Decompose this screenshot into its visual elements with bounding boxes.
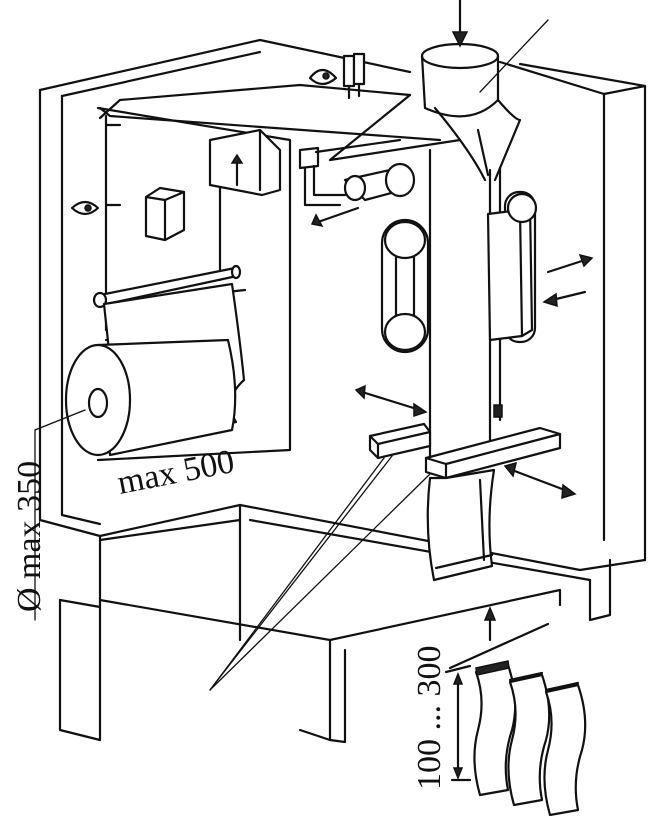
finished-bag-3 (543, 681, 587, 816)
photo-sensor (342, 52, 366, 100)
sealing-jaw-right (424, 426, 562, 480)
guide-roller (92, 264, 242, 309)
pull-belt-left (380, 218, 430, 354)
eye-icon (70, 200, 100, 216)
sealing-jaw-left (368, 422, 432, 460)
film-roll (64, 338, 237, 457)
forming-funnel (328, 42, 522, 182)
right-jaw-arrow (503, 461, 577, 500)
cube-sensor (144, 186, 186, 242)
pull-belt-right (486, 190, 538, 344)
bag-length-label: 100 ... 300 (411, 646, 448, 791)
eye-icon (308, 68, 338, 86)
longitudinal-sealer (298, 138, 416, 207)
dancer-sensor-box (208, 128, 282, 197)
funnel-leader (479, 19, 549, 93)
roll-diameter-label: Ø max 350 (11, 461, 48, 612)
belt-right-arrows (542, 253, 594, 308)
jaw-leaders (209, 455, 431, 691)
finished-bag-2 (507, 671, 551, 807)
roll-width-label: max 500 (114, 443, 237, 502)
bag-tube (426, 404, 503, 582)
sealer-arrow (310, 206, 360, 228)
product-inlet-arrow (451, 0, 469, 48)
bag-dimension (444, 606, 550, 782)
roll-diameter-leader (34, 409, 86, 621)
machine-frame (38, 38, 647, 744)
left-jaw-arrow (354, 384, 428, 418)
